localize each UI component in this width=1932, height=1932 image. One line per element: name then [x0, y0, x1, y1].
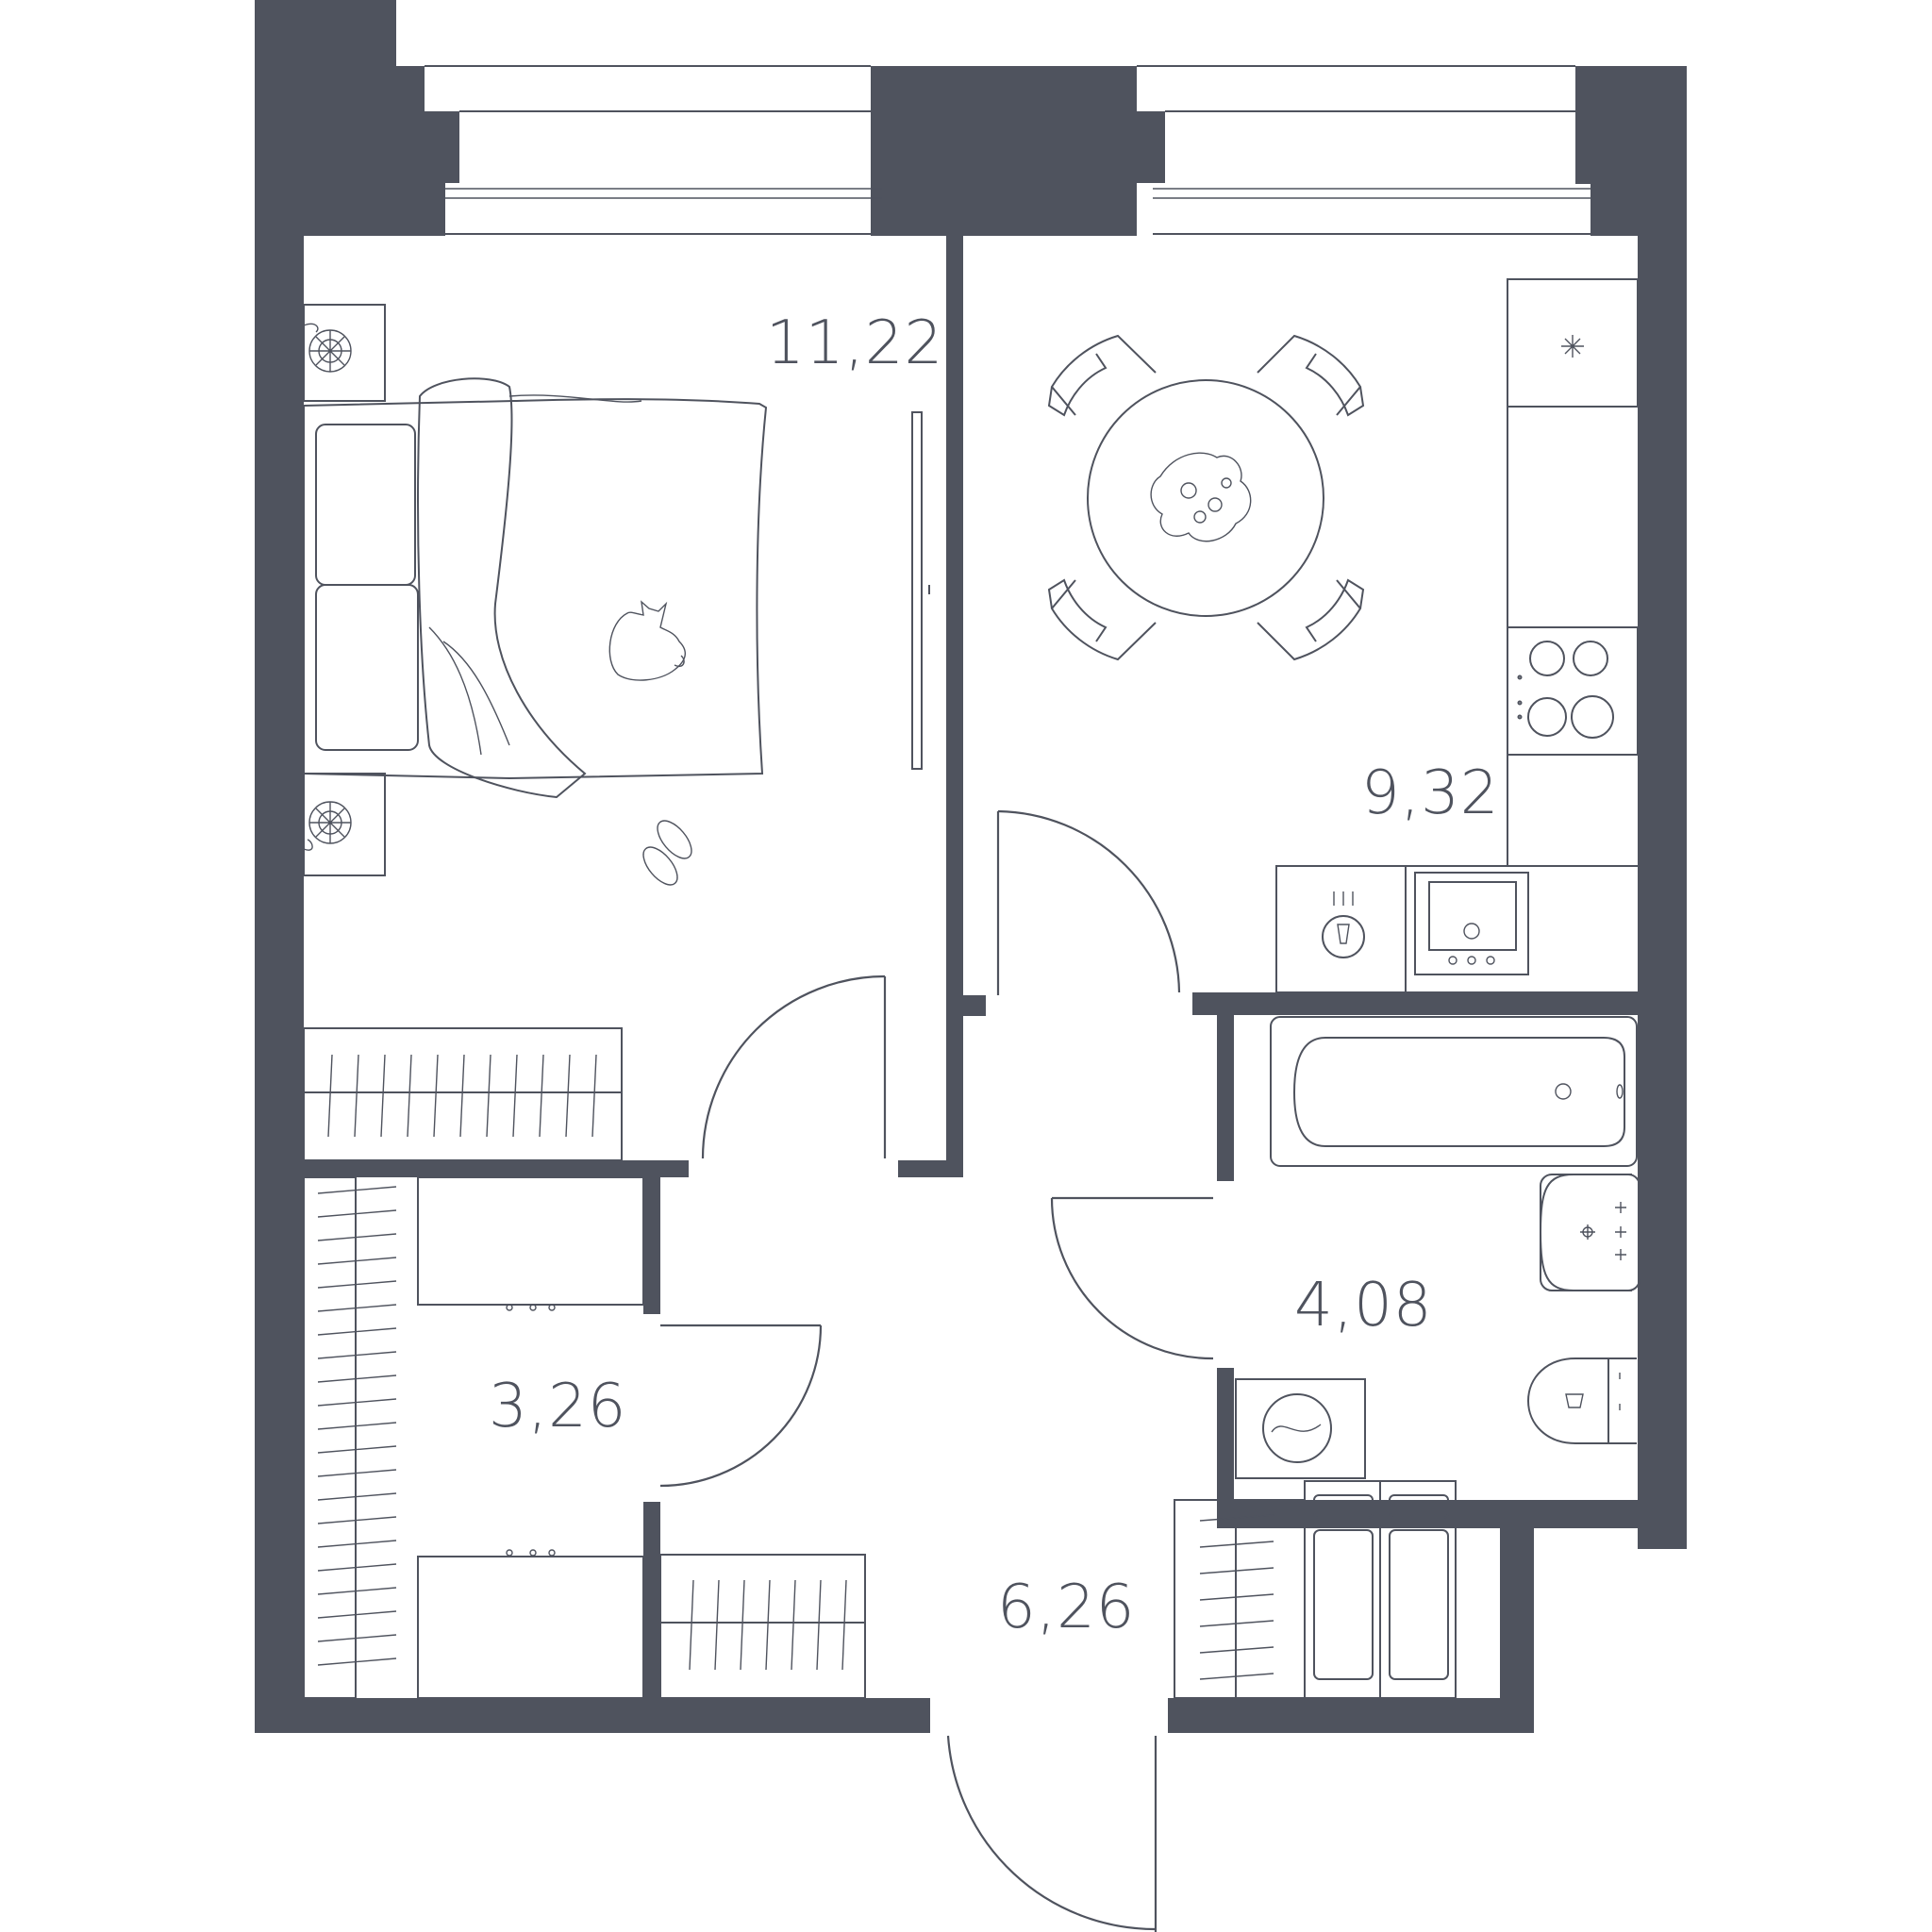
closet-furniture [303, 1176, 644, 1699]
snowflake-icon [1561, 335, 1584, 358]
fridge [1507, 278, 1639, 408]
chair-icon [1257, 334, 1365, 417]
chair-icon [1047, 334, 1157, 417]
doors [659, 809, 1214, 1932]
bedroom-furniture [303, 304, 930, 1161]
bed-icon [303, 377, 768, 886]
chair-icon [1257, 578, 1365, 661]
kitchen-furniture [1047, 278, 1641, 993]
closet-area-label: 3,26 [489, 1372, 627, 1441]
toilet-icon [1526, 1357, 1637, 1444]
dining-table-icon [1087, 379, 1324, 617]
wardrobe [303, 1027, 623, 1161]
shelf-top [417, 1176, 644, 1306]
washbasin-icon [1539, 1174, 1641, 1291]
lamp-icon [303, 801, 352, 851]
lamp-icon [303, 323, 352, 373]
kitchen-area-label: 9,32 [1361, 758, 1500, 828]
oven-icon [1414, 872, 1529, 975]
cat-icon [608, 600, 686, 681]
bathtub-icon [1270, 1016, 1638, 1167]
area-labels: 11,22 9,32 4,08 3,26 6,26 [489, 308, 1500, 1642]
nightstand-top [303, 304, 386, 402]
bathroom-furniture [1235, 1016, 1641, 1479]
shelf-bottom [417, 1556, 644, 1699]
washing-machine-icon [1235, 1378, 1366, 1479]
hall-wardrobe [1174, 1499, 1306, 1699]
walls [255, 0, 1687, 1733]
chair-icon [1047, 578, 1157, 661]
wardrobe-hangers [327, 1054, 597, 1138]
closet-rail [317, 1186, 397, 1666]
slippers-icon [642, 820, 692, 886]
hallway-area-label: 6,26 [997, 1573, 1136, 1642]
hallway-furniture [659, 1480, 1457, 1699]
bedroom-area-label: 11,22 [766, 308, 943, 378]
nightstand-bottom [303, 773, 386, 876]
bathroom-area-label: 4,08 [1294, 1271, 1433, 1341]
hob [1507, 626, 1639, 756]
tv-icon [911, 411, 923, 770]
hall-cabinet [659, 1554, 866, 1699]
sink-icon [1322, 891, 1365, 958]
windows [425, 65, 1591, 235]
